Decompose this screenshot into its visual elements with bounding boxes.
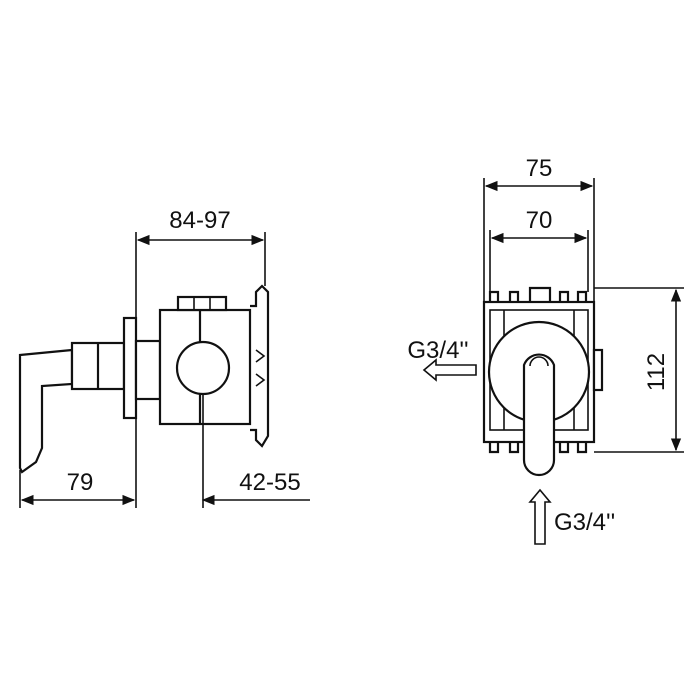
outlet-arrow-icon	[422, 358, 477, 382]
inlet-arrow-icon	[528, 488, 552, 545]
mounting-bracket	[250, 284, 270, 448]
dim-inner-label: 70	[526, 207, 553, 234]
connecting-tube	[134, 339, 162, 401]
dim-left-label: 79	[67, 469, 94, 496]
front-view: 75 70 112 G3/4'' G3/4''	[407, 155, 684, 545]
dim-right-label: 42-55	[239, 469, 300, 496]
dim-outer-label: 75	[526, 155, 553, 182]
wall-flange	[122, 316, 138, 420]
top-cap	[176, 295, 228, 312]
dim-height-label: 112	[643, 353, 670, 391]
dim-top-label: 84-97	[169, 207, 230, 234]
outlet-label: G3/4''	[407, 337, 468, 364]
front-lever	[522, 353, 556, 477]
inlet-label: G3/4''	[554, 509, 615, 536]
round-port	[175, 340, 231, 396]
lever-handle	[18, 348, 74, 474]
side-view: 84-97 79 42-55	[18, 207, 310, 508]
